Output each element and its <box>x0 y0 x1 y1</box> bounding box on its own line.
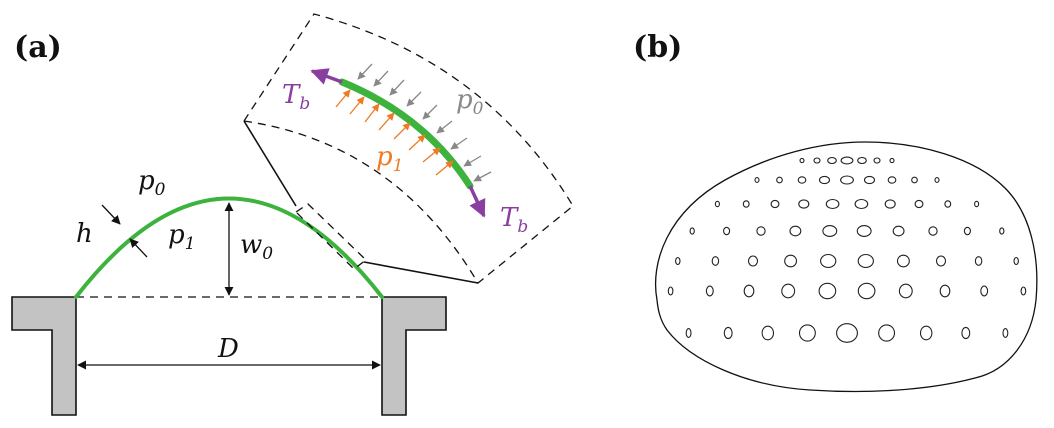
label-h: h <box>76 219 93 249</box>
dome-hole <box>798 324 816 342</box>
dome-hole <box>944 200 952 208</box>
dome-hole <box>754 177 760 183</box>
dome-hole <box>1013 256 1019 266</box>
dome-hole <box>935 255 947 267</box>
dome-hole <box>813 157 821 164</box>
tension-arrow-left <box>310 68 343 85</box>
dome-hole <box>818 282 837 300</box>
label-tb-left: Tb <box>282 80 310 114</box>
dome-hole <box>873 157 881 164</box>
dome-hole <box>770 199 780 209</box>
dome-hole <box>820 253 837 269</box>
outer-pressure-arrows <box>357 63 492 182</box>
inner-pressure-arrows <box>335 89 454 176</box>
dome-hole <box>857 282 876 300</box>
dome-hole <box>818 175 831 185</box>
dome-hole <box>884 199 896 209</box>
dome-hole <box>898 283 913 299</box>
dome-hole <box>743 284 755 298</box>
dome-hole <box>963 226 971 236</box>
dome-hole <box>911 176 918 184</box>
dome-hole <box>889 157 895 164</box>
dome-hole <box>723 226 731 236</box>
dome-holes <box>667 156 1027 343</box>
zoom-connector-top <box>243 120 297 207</box>
dome-hole <box>822 225 838 237</box>
dome-hole <box>711 256 720 266</box>
dome-hole <box>857 156 867 165</box>
dome-hole <box>863 175 876 185</box>
dome-hole <box>840 175 854 185</box>
dome-hole <box>781 283 796 299</box>
dome-hole <box>896 254 910 268</box>
left-wall <box>11 296 77 416</box>
dome-hole <box>919 325 933 341</box>
dome-hole <box>685 328 692 338</box>
dome-hole <box>689 227 695 235</box>
perforated-dome-outline <box>654 141 1038 393</box>
dome-hole <box>776 176 783 184</box>
dome-hole <box>798 199 810 209</box>
dome-hole <box>914 199 924 209</box>
label-D: D <box>217 334 239 364</box>
dome-hole <box>761 325 775 341</box>
dome-hole <box>928 226 938 236</box>
zoom-inset-box <box>242 13 574 284</box>
dome-hole <box>742 200 750 208</box>
dome-hole <box>974 256 983 266</box>
zoom-selection-box <box>294 203 368 270</box>
dome-hole <box>756 226 766 236</box>
dome-hole <box>999 227 1005 235</box>
dome-hole <box>854 198 869 210</box>
dome-hole <box>747 255 759 267</box>
dome-hole <box>705 285 714 297</box>
dome-hole <box>856 225 872 237</box>
dome-hole <box>980 285 989 297</box>
dome-hole <box>961 326 971 340</box>
dome-hole <box>667 286 674 296</box>
tension-arrow-right <box>468 185 486 218</box>
dome-hole <box>799 157 805 164</box>
thickness-arrow-outer <box>101 204 121 225</box>
dome-hole <box>939 284 951 298</box>
dome-hole <box>714 200 720 208</box>
dome-hole <box>887 176 897 184</box>
label-p0: p0 <box>138 166 166 200</box>
dome-hole <box>789 225 802 237</box>
dome-hole <box>1002 328 1009 338</box>
panel-b-label: (b) <box>633 30 682 65</box>
dome-hole <box>784 254 798 268</box>
dome-hole <box>974 200 980 208</box>
dome-hole <box>1020 286 1027 296</box>
label-w0: w0 <box>240 230 273 264</box>
dome-hole <box>840 156 854 165</box>
dome-hole <box>878 324 896 342</box>
label-p0-zoom: p0 <box>456 85 484 119</box>
dome-hole <box>836 323 858 343</box>
zoom-membrane-segment <box>338 78 474 190</box>
thickness-arrow-inner <box>129 238 148 258</box>
right-wall <box>381 296 447 416</box>
dome-hole <box>892 225 905 237</box>
panel-a-label: (a) <box>14 30 62 65</box>
dome-hole <box>857 253 874 269</box>
dome-hole <box>723 326 733 340</box>
label-p1-zoom: p1 <box>376 142 403 176</box>
membrane-cap <box>74 196 384 299</box>
label-tb-right: Tb <box>500 203 528 237</box>
dome-hole <box>827 156 837 165</box>
dome-hole <box>675 256 681 266</box>
dome-hole <box>797 176 807 184</box>
panel-b: (b) <box>633 30 1038 393</box>
panel-a: (a) p0 p1 h w0 D <box>11 13 574 416</box>
dome-hole <box>934 177 940 183</box>
label-p1: p1 <box>168 220 195 254</box>
dome-hole <box>825 198 840 210</box>
zoom-connector-bottom <box>363 261 479 284</box>
